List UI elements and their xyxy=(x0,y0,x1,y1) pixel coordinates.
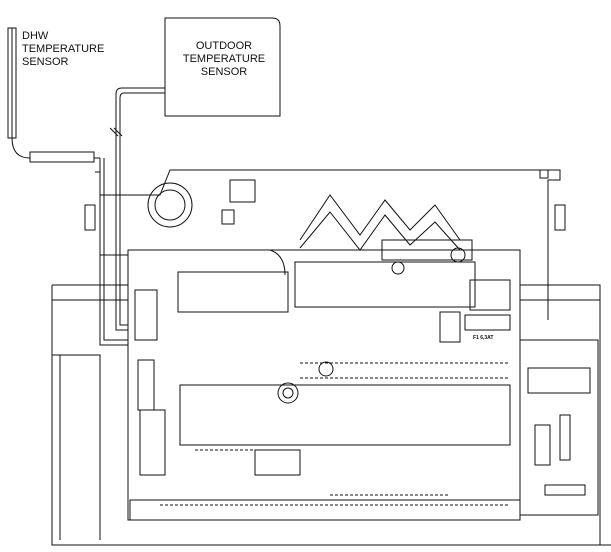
dhw-label-line2: TEMPERATURE xyxy=(22,43,105,55)
fuse-label: F1 6,3AT xyxy=(473,335,494,341)
dhw-label-line3: SENSOR xyxy=(22,56,69,68)
dhw-label-line1: DHW xyxy=(22,30,49,42)
outdoor-label-line2: TEMPERATURE xyxy=(182,53,266,65)
outdoor-label-line3: SENSOR xyxy=(200,66,248,78)
main-board xyxy=(127,239,521,521)
outdoor-sensor-box xyxy=(109,17,281,331)
right-module xyxy=(519,339,599,516)
outdoor-sensor-label: OUTDOOR TEMPERATURE SENSOR xyxy=(178,40,270,79)
outdoor-label-line1: OUTDOOR xyxy=(195,40,253,52)
upper-housing xyxy=(84,169,566,320)
outer-frame xyxy=(51,284,611,546)
dhw-sensor-label: DHW TEMPERATURE SENSOR xyxy=(22,30,104,69)
